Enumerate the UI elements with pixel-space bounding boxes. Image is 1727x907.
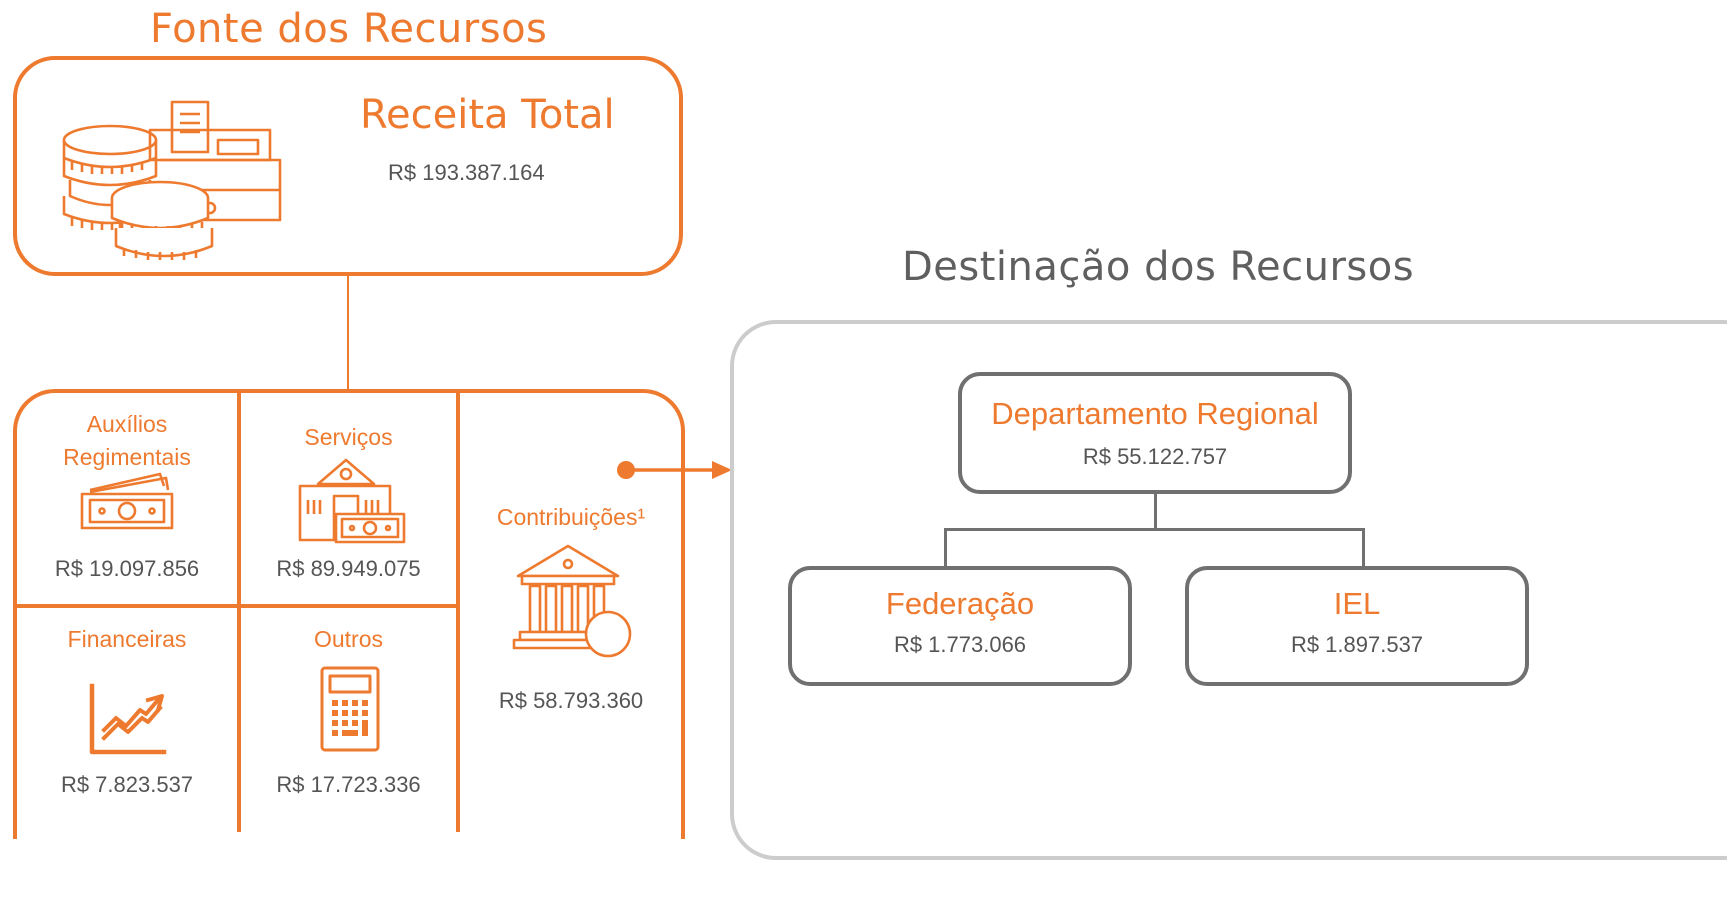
tree-connector xyxy=(944,528,1364,531)
iel-box xyxy=(1185,566,1529,686)
servicos-value: R$ 89.949.075 xyxy=(276,556,421,581)
sources-grid-box xyxy=(13,389,685,839)
outros-label: Outros xyxy=(313,626,384,652)
federacao-value: R$ 1.773.066 xyxy=(893,632,1027,657)
federacao-label: Federação xyxy=(885,586,1035,621)
grid-divider xyxy=(456,392,460,832)
servicos-label: Serviços xyxy=(304,424,393,450)
federacao-box xyxy=(788,566,1132,686)
iel-value: R$ 1.897.537 xyxy=(1290,632,1424,657)
destinacao-panel xyxy=(730,320,1727,860)
building-money-icon xyxy=(298,458,406,544)
grid-divider xyxy=(15,604,458,608)
departamento-regional-value: R$ 55.122.757 xyxy=(1082,444,1228,469)
financeiras-value: R$ 7.823.537 xyxy=(60,772,194,797)
connector-line xyxy=(347,276,349,389)
outros-value: R$ 17.723.336 xyxy=(276,772,421,797)
receita-total-value: R$ 193.387.164 xyxy=(388,160,545,185)
contribuicoes-label: Contribuições¹ xyxy=(496,504,646,530)
receita-total-label: Receita Total xyxy=(360,92,615,138)
tree-connector xyxy=(1154,494,1157,530)
fonte-title: Fonte dos Recursos xyxy=(150,6,548,52)
iel-label: IEL xyxy=(1333,586,1381,621)
coins-register-icon xyxy=(62,100,282,260)
calculator-icon xyxy=(320,666,380,752)
departamento-regional-box xyxy=(958,372,1352,494)
destinacao-title: Destinação dos Recursos xyxy=(902,244,1415,290)
bank-coin-icon xyxy=(512,544,632,658)
departamento-regional-label: Departamento Regional xyxy=(991,396,1319,431)
money-bills-icon xyxy=(80,472,174,530)
contribuicoes-value: R$ 58.793.360 xyxy=(498,688,644,713)
auxilios-label: Auxílios Regimentais xyxy=(17,408,237,474)
receita-total-box xyxy=(13,56,683,276)
tree-connector xyxy=(944,528,947,568)
chart-trend-icon xyxy=(89,683,167,755)
grid-divider xyxy=(237,392,241,832)
flow-arrow xyxy=(617,461,732,479)
tree-connector xyxy=(1362,528,1365,568)
financeiras-label: Financeiras xyxy=(67,626,187,652)
auxilios-value: R$ 19.097.856 xyxy=(54,556,200,581)
auxilios-label-line2: Regimentais xyxy=(63,444,191,470)
auxilios-label-line1: Auxílios xyxy=(86,411,168,437)
